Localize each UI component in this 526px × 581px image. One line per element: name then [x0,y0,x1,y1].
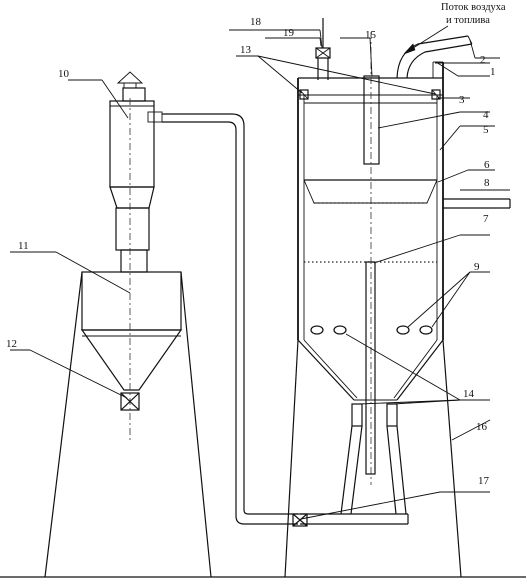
reactor-support-left [284,339,299,578]
cyclone-outlet [120,249,148,273]
callout-2: 2 [480,54,486,66]
callout-6: 6 [484,159,490,171]
cyclone-body [109,100,155,188]
callout-15: 15 [365,29,377,41]
exhaust-pipe [122,87,146,102]
lid-clamp-right [431,89,441,100]
leader-lines [10,25,510,520]
callout-14: 14 [463,388,475,400]
return-duct [162,113,409,527]
callout-13: 13 [240,44,252,56]
callout-4: 4 [483,109,489,121]
hopper-body [81,271,182,331]
reactor-support-right [442,339,462,578]
callout-10: 10 [58,68,70,80]
air-nozzles [310,325,433,335]
callout-17: 17 [478,475,490,487]
callout-19: 19 [283,27,295,39]
callout-1: 1 [490,66,496,78]
callout-8: 8 [484,177,490,189]
callout-12: 12 [6,338,17,350]
labels: Поток воздуха и топлива 1 2 3 4 5 6 7 8 … [6,2,506,487]
hopper-cone [80,329,183,391]
duct-valve [292,513,308,527]
callout-16: 16 [476,421,488,433]
reactor-cone-right [396,339,444,401]
cyclone-inlet [147,111,163,123]
lid-clamp-left [299,89,309,100]
reactor-cone-left [297,339,355,401]
cyclone-cone [109,186,155,209]
callout-3: 3 [459,94,465,106]
callout-9: 9 [474,261,480,273]
callout-7: 7 [483,213,489,225]
hopper-support-left [44,271,83,578]
callout-18: 18 [250,16,262,28]
exhaust-arrow [116,71,144,89]
downcomer-pipe [365,261,376,475]
cyclone-neck [115,207,150,251]
flow-label-line-2: и топлива [446,15,490,26]
feed-pipe [315,18,331,80]
callout-5: 5 [483,124,489,136]
inner-legs [340,403,407,515]
cyclone-assembly [44,71,212,578]
hopper-support-right [180,271,212,578]
flow-label-line-1: Поток воздуха [441,2,506,13]
draft-tube [363,75,380,165]
air-fuel-inlet-pipe [396,35,473,79]
reactor-assembly [284,18,511,578]
callout-11: 11 [18,240,29,252]
